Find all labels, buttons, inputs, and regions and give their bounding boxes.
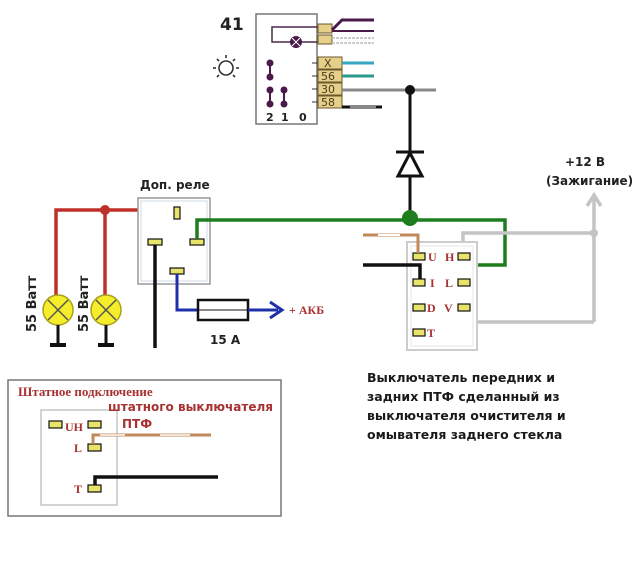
battery-label: + АКБ (289, 303, 324, 317)
orange-white-wire (363, 233, 420, 253)
stock-title-2: штатного выключателя (108, 400, 273, 414)
pin-i: I (430, 276, 435, 290)
pin-30: 30 (321, 83, 335, 96)
black-wire-i (363, 263, 422, 279)
ignition-label: (Зажигание) (546, 174, 633, 188)
pin-v: V (444, 301, 453, 315)
red-junction-dot (100, 205, 110, 215)
stock-pin-l: L (74, 441, 82, 455)
switch-body (255, 13, 318, 125)
pin-h: H (445, 250, 455, 264)
description-line: омывателя заднего стекла (367, 427, 563, 442)
ignition-voltage: +12 В (565, 155, 605, 169)
light-icon (213, 55, 239, 78)
description-line: выключателя очистителя и (367, 408, 566, 423)
switch-description: Выключатель передних и задних ПТФ сделан… (367, 368, 607, 444)
stock-pin-uh: UH (65, 420, 84, 434)
relay-title: Доп. реле (140, 178, 210, 192)
pin-x: X (324, 57, 332, 70)
stock-title-1: Штатное подключение (18, 384, 153, 399)
pin-l: L (445, 276, 453, 290)
diode-branch (395, 85, 425, 218)
pin-58: 58 (321, 96, 335, 109)
blue-wire (175, 274, 198, 312)
pin-d: D (427, 301, 436, 315)
diode-icon (395, 149, 425, 178)
red-wire (54, 208, 176, 297)
aux-relay: Доп. реле (137, 178, 211, 285)
ignition-gray-wire (458, 191, 603, 324)
arrow-right-icon (269, 300, 285, 320)
lamp-right-power-label: 55 Ватт (77, 275, 92, 332)
position-0: 0 (299, 111, 307, 124)
pin-56: 56 (321, 70, 335, 83)
switch-contacts (266, 59, 288, 108)
stock-black-wire (93, 475, 218, 485)
pin-u: U (428, 250, 437, 264)
fuse-rating: 15 А (210, 333, 241, 347)
switch-number: 41 (220, 15, 244, 35)
rear-switch: U H I L D V T (406, 241, 478, 351)
stock-connection-box: Штатное подключение штатного выключателя… (7, 379, 282, 517)
stock-title-3: ПТФ (122, 417, 152, 431)
position-2: 2 (266, 111, 274, 124)
position-1: 1 (281, 111, 289, 124)
description-line: Выключатель передних и (367, 370, 555, 385)
green-junction-dot (402, 210, 418, 226)
lamp-right (90, 294, 122, 347)
lamp-left (42, 294, 74, 347)
headlight-switch-41: 41 2 1 0 (213, 13, 436, 125)
description-line: задних ПТФ сделанный из (367, 389, 560, 404)
stock-pin-t: T (74, 482, 82, 496)
switch-pins: X 56 30 58 (312, 56, 343, 109)
pin-t: T (427, 326, 435, 340)
lamp-left-power-label: 55 Ватт (25, 275, 40, 332)
